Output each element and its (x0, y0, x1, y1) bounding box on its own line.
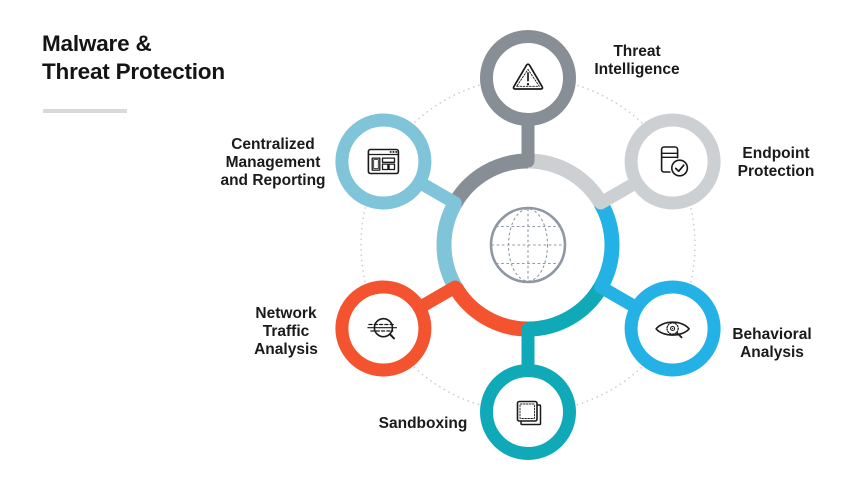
hub-arc-centralized-management (436, 199, 462, 291)
hub-arc-network-traffic-analysis (448, 283, 529, 337)
dotted-orbit-circle (360, 77, 696, 413)
globe-icon (489, 206, 567, 284)
connector-centralized-management (412, 175, 462, 210)
hub-ring (436, 153, 620, 337)
eye-magnifier-icon (655, 321, 690, 339)
connector-endpoint-protection (594, 175, 644, 210)
warning-triangle-icon (512, 63, 544, 90)
node-icons (367, 63, 690, 426)
hub-arc-sandboxing (527, 283, 608, 337)
magnifier-traffic-icon (367, 317, 397, 340)
node-rings (335, 30, 721, 460)
connector-behavioral-analysis (594, 280, 644, 315)
hub-arc-threat-intelligence (448, 153, 529, 207)
hub-arc-behavioral-analysis (594, 199, 620, 291)
label-endpoint-protection: Endpoint Protection (737, 145, 815, 180)
label-centralized-management: Centralized Management and Reporting (220, 136, 326, 189)
node-ring-network-traffic-analysis (335, 280, 432, 377)
label-sandboxing: Sandboxing (378, 415, 468, 432)
node-ring-centralized-management (335, 113, 432, 210)
connectors (412, 112, 644, 378)
page-title: Malware & Threat Protection (42, 31, 225, 84)
layered-box-icon (516, 400, 542, 426)
hub-arc-endpoint-protection (527, 153, 608, 207)
label-behavioral-analysis: Behavioral Analysis (732, 326, 812, 361)
label-network-traffic-analysis: Network Traffic Analysis (254, 305, 318, 358)
dashboard-window-icon (367, 148, 400, 175)
title-underline (43, 109, 127, 113)
device-check-icon (660, 146, 690, 178)
connector-network-traffic-analysis (412, 280, 462, 315)
label-threat-intelligence: Threat Intelligence (594, 43, 680, 78)
